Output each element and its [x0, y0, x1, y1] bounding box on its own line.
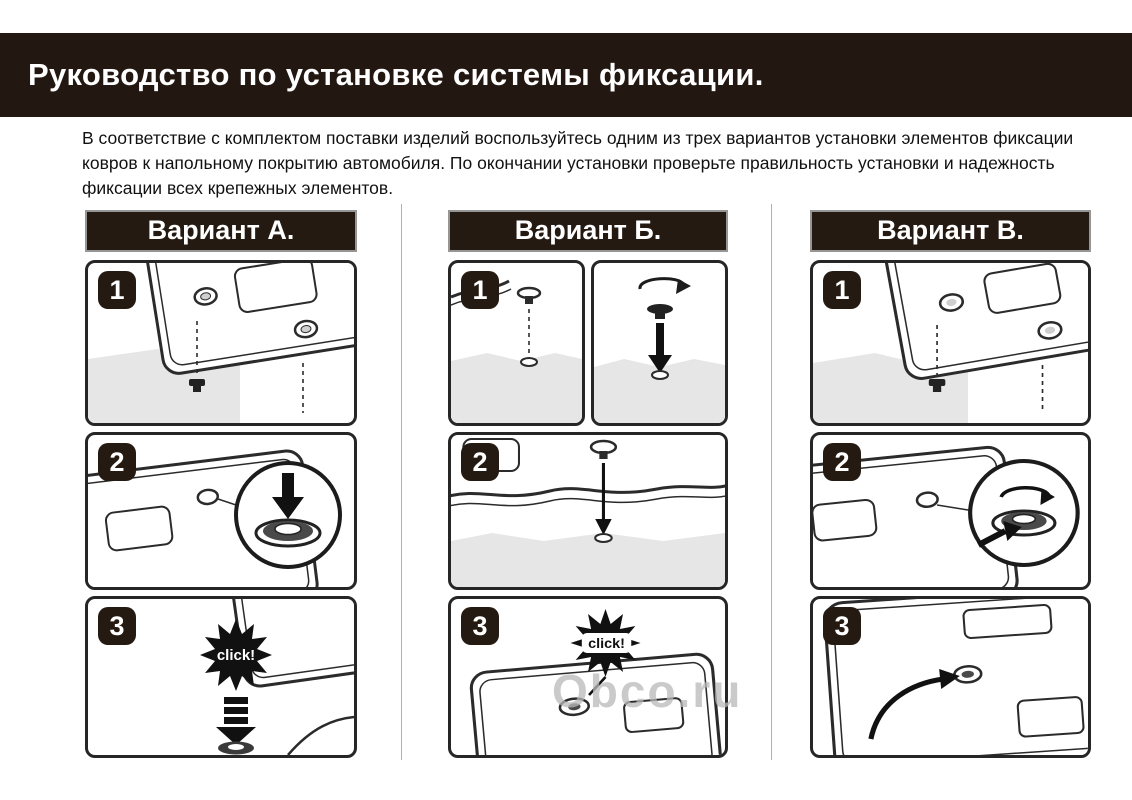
- step-number-badge: 2: [98, 443, 136, 481]
- step-number-badge: 2: [823, 443, 861, 481]
- variant-v-step3-panel: 3: [810, 596, 1091, 758]
- column-separator: [401, 204, 402, 760]
- click-label: click!: [217, 647, 255, 664]
- illustration-a1: [88, 263, 354, 423]
- illustration-v3: [813, 599, 1088, 755]
- illustration-v2: [813, 435, 1088, 587]
- zoom-leader-line: [936, 504, 975, 512]
- variant-v-step2-panel: 2: [810, 432, 1091, 590]
- variant-b-step1-right-panel: [591, 260, 728, 426]
- variant-b-header: Вариант Б.: [448, 210, 728, 252]
- step-number-badge: 1: [823, 271, 861, 309]
- step-number-badge: 2: [461, 443, 499, 481]
- illustration-b1-right: [594, 263, 725, 423]
- illustration-v1: [813, 263, 1088, 423]
- mat-outline: [142, 263, 354, 375]
- turn-arrow-icon: [999, 486, 1055, 505]
- insert-arrow-icon: [976, 521, 1022, 548]
- click-burst-icon: [200, 619, 272, 691]
- variant-a-step2-panel: 2: [85, 432, 357, 590]
- burst-pointer-line: [588, 676, 607, 696]
- hook-arrow-icon: [868, 669, 960, 740]
- carpet-shading: [451, 353, 582, 423]
- press-down-arrow-icon: [216, 697, 256, 745]
- mat-edge-line: [287, 715, 354, 755]
- fastener: [647, 304, 673, 319]
- down-arrow-icon: [272, 473, 304, 519]
- title-bar: Руководство по установке системы фиксаци…: [0, 33, 1132, 117]
- step-number-badge: 1: [98, 271, 136, 309]
- down-arrow-icon: [648, 323, 672, 373]
- fastener: [928, 379, 946, 392]
- variant-a-step1-panel: 1: [85, 260, 357, 426]
- step-number-badge: 3: [461, 607, 499, 645]
- click-label-chip: [581, 633, 632, 653]
- carpet-shading: [594, 359, 725, 423]
- illustration-a2: [88, 435, 354, 587]
- down-arrow-icon: [595, 463, 612, 535]
- illustration-b2: [451, 435, 725, 587]
- variant-a-header: Вариант А.: [85, 210, 357, 252]
- mat-outline: [225, 599, 354, 688]
- zoom-detail-circle: [968, 459, 1080, 567]
- step-number-badge: 1: [461, 271, 499, 309]
- carpet-hole: [651, 370, 669, 380]
- illustration-a3: click!: [88, 599, 354, 755]
- step-number-badge: 3: [98, 607, 136, 645]
- click-label: click!: [588, 636, 625, 652]
- variant-b-step2-panel: 2: [448, 432, 728, 590]
- step-number-badge: 3: [823, 607, 861, 645]
- carpet-hole: [520, 357, 538, 367]
- page-title: Руководство по установке системы фиксаци…: [28, 57, 764, 92]
- carpet-shading: [451, 533, 725, 587]
- variant-v-header: Вариант В.: [810, 210, 1091, 252]
- fastener: [189, 379, 205, 392]
- fastener: [589, 439, 618, 459]
- rotate-arrow-icon: [638, 277, 691, 294]
- column-separator: [771, 204, 772, 760]
- illustration-b3: click!: [451, 599, 725, 755]
- variant-b-step1-left-panel: 1: [448, 260, 585, 426]
- intro-text: В соответствие с комплектом поставки изд…: [82, 128, 1074, 198]
- site-watermark: Obco.ru: [552, 665, 743, 717]
- carpet-hole: [594, 533, 613, 543]
- variant-a-step3-panel: 3 click!: [85, 596, 357, 758]
- mat-outline: [823, 599, 1088, 755]
- variant-b-step3-panel: 3 click!: [448, 596, 728, 758]
- mat-outline: [880, 263, 1088, 380]
- grommet: [218, 741, 254, 755]
- variant-v-step1-panel: 1: [810, 260, 1091, 426]
- fastener: [516, 286, 542, 304]
